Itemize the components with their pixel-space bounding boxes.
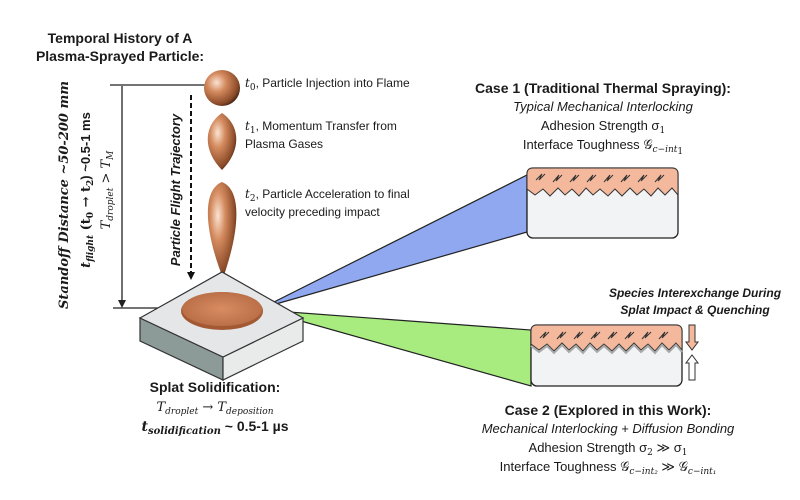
stage-t2-label: t2, Particle Acceleration to final [245,187,410,204]
case1-interface-box [526,167,679,239]
stage-t2-label-line2: velocity preceding impact [245,205,380,219]
species-line2: Splat Impact & Quenching [620,303,770,317]
case2-adhesion: Adhesion Strength σ2 ≫ σ1 [529,440,688,458]
title-line1: Temporal History of A [48,30,193,46]
flight-time-label: tflight (t0 → t2) ~0.5-1 ms [78,112,96,268]
particle-t0 [204,70,240,106]
trajectory-label: Particle Flight Trajectory [168,113,183,266]
case2-interface-box [530,324,683,387]
case2-subtitle: Mechanical Interlocking + Diffusion Bond… [482,421,735,436]
stage-t1-label: t1, Momentum Transfer from [245,119,397,136]
trajectory-arrow-icon [187,272,195,280]
case1-toughness: Interface Toughness 𝒢c−int1 [523,137,683,157]
case2-toughness: Interface Toughness 𝒢c−int₂ ≫ 𝒢c−int₁ [500,459,717,477]
case2-title: Case 2 (Explored in this Work): [505,402,712,418]
splat-temp-label: Tdroplet → Tdeposition [156,400,273,417]
case1-adhesion: Adhesion Strength σ1 [541,118,665,136]
stage-t1-label-line2: Plasma Gases [245,137,323,151]
splat-title: Splat Solidification: [150,379,281,395]
stage-t0-label: t0, Particle Injection into Flame [245,76,410,93]
particle-t1 [207,113,237,170]
species-line1: Species Interexchange During [609,286,782,300]
droplet-temp-label: Tdroplet > TM [99,150,116,230]
splat-top [182,292,262,326]
splat-time-label: tsolidification ~ 0.5-1 µs [142,418,289,437]
arrow-head-icon [118,300,126,308]
standoff-label: Standoff Distance ~50-200 mm [57,81,72,309]
case1-subtitle: Typical Mechanical Interlocking [513,99,693,114]
diffusion-down-arrow-icon [685,324,699,351]
particle-t2 [207,182,237,278]
case1-title: Case 1 (Traditional Thermal Spraying): [475,80,731,96]
title-line2: Plasma-Sprayed Particle: [36,48,204,64]
diffusion-up-arrow-icon [685,354,699,381]
